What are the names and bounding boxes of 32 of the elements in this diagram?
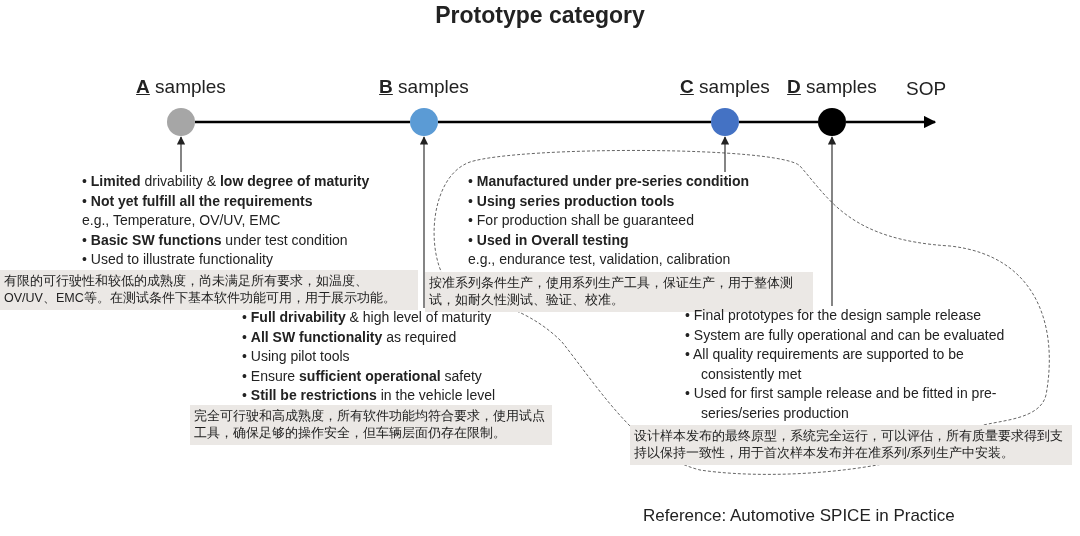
timeline-arrow [846,115,937,129]
bullet-point: e.g., Temperature, OV/UV, EMC [82,211,282,230]
pointer-arrow [419,136,429,309]
bullet-point: • Using pilot tools [242,347,351,366]
bullet-point: • All quality requirements are supported to be consistently met [685,345,965,384]
bullet-point: • Ensure sufficient operational safety [242,366,483,386]
bullet-point: • Used for first sample release and be fitted in pre-series/series production [685,384,998,423]
translation-banner: 有限的可行驶性和较低的成熟度，尚未满足所有要求，如温度、OV/UV、EMC等。在测试条件下基本软件功能可用，用于展示功能。 [0,270,418,310]
bullet-point: • Basic SW functions under test condition [82,230,349,250]
pointer-arrow [720,136,730,173]
bullet-point: • Not yet fulfill all the requirements [82,191,314,211]
bullet-point: • Using series production tools [468,191,676,211]
pointer-arrow [176,136,186,173]
milestone-label: D samples [787,75,877,99]
milestone-label: C samples [680,75,770,99]
bullet-point: • Used to illustrate functionality [82,250,274,269]
translation-banner: 设计样本发布的最终原型，系统完全运行，可以评估，所有质量要求得到支持以保持一致性，用于首次样本发布并在准系列/系列生产中安装。 [630,425,1072,465]
bullet-point: • Manufactured under pre-series condition [468,172,751,191]
milestone-label: B samples [379,75,469,99]
bullet-point: • Limited drivability & low degree of maturity [82,172,371,191]
bullet-point: • All SW functionality as required [242,327,458,347]
bullet-point: • Used in Overall testing [468,230,630,250]
translation-banner: 完全可行驶和高成熟度，所有软件功能均符合要求，使用试点工具，确保足够的操作安全，但车辆层面仍存在限制。 [190,405,552,445]
pointer-arrow [827,136,837,307]
bullet-point: • Still be restrictions in the vehicle level [242,386,497,405]
bullet-point: • For production shall be guaranteed [468,211,695,230]
bullet-point: e.g., endurance test, validation, calibration [468,250,732,269]
milestone-label: SOP [906,77,947,101]
bullet-point: • System are fully operational and can be evaluated [685,325,1006,345]
milestone-label: A samples [136,75,226,99]
reference-caption: Reference: Automotive SPICE in Practice [643,506,955,526]
diagram-title: Prototype category [434,2,646,29]
